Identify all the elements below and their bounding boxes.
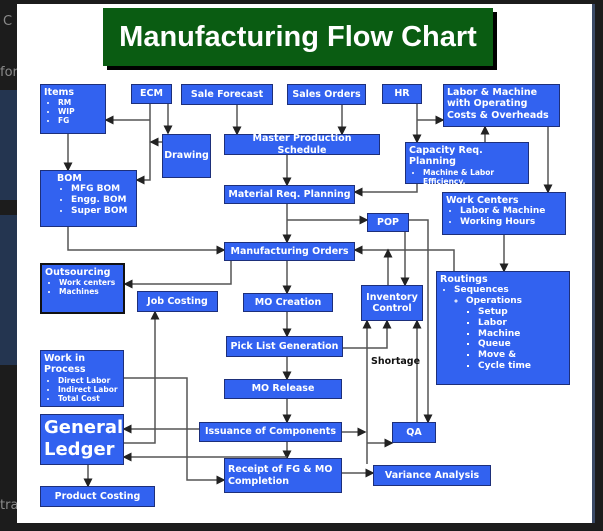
bullet: Machines [59,287,120,296]
node-manufacturing-orders: Manufacturing Orders [224,242,355,261]
bullet: Working Hours [460,217,562,228]
bullet: Machine & Labor Efficiency, [423,168,525,186]
connector-arrow [343,319,392,349]
node-pop: POP [367,213,409,232]
connector-arrow [409,219,433,424]
node-label: Routings [440,274,488,285]
bullet: Labor & Machine [460,206,562,217]
node-capacity-planning: Capacity Req. PlanningMachine & Labor Ef… [405,142,529,186]
background-panel [0,90,17,200]
node-bom: BOMMFG BOMEngg. BOMSuper BOM [40,170,137,227]
bullet: Setup [478,307,566,318]
bullet: Sequences [454,285,566,296]
node-mo-release: MO Release [224,379,342,399]
node-qa: QA [392,422,436,443]
connector-arrow [124,310,160,444]
node-label: Work in Process [44,353,86,376]
node-label: Capacity Req. Planning [409,145,483,168]
bullet: Machine [478,329,566,340]
background-text: tra [0,498,19,513]
node-inventory-control: Inventory Control [361,285,423,321]
connector-arrow [135,104,151,185]
bullet: MFG BOM [71,184,133,195]
bullet: Move & [478,350,566,361]
node-job-costing: Job Costing [137,291,218,312]
bullet: Work centers [59,278,120,287]
node-receipt-fg-mo: Receipt of FG & MO Completion [224,458,342,493]
node-routings: RoutingsSequencesOperationsSetupLaborMac… [436,271,570,385]
bullet: Cycle time [478,361,566,372]
connector-arrow [123,260,232,289]
node-sale-forecast: Sale Forecast [181,84,273,105]
background-text: C [3,14,13,29]
bullet: Operations [466,296,566,307]
node-material-req-planning: Material Req. Planning [224,185,355,204]
bullet: FG [58,116,102,125]
bullet: Engg. BOM [71,195,133,206]
node-label: BOM [57,173,82,184]
bullet: Super BOM [71,206,133,217]
node-sales-orders: Sales Orders [287,84,366,105]
node-label: Outsourcing [45,267,111,278]
bullet: WIP [58,107,102,116]
background-text: for [0,65,18,80]
node-work-in-process: Work in ProcessDirect LaborIndirect Labo… [40,350,124,407]
node-mo-creation: MO Creation [243,293,333,312]
bullet: Total Cost [58,394,120,403]
node-hr: HR [382,84,422,104]
node-variance-analysis: Variance Analysis [373,465,491,486]
node-outsourcing: OutsourcingWork centersMachines [40,263,125,314]
node-ecm: ECM [131,84,172,104]
connector-arrow [67,227,226,255]
bullet: RM [58,98,102,107]
node-drawing: Drawing [162,134,211,178]
node-product-costing: Product Costing [40,486,155,507]
node-label: Work Centers [446,195,519,206]
node-master-production-schedule: Master Production Schedule [224,133,380,156]
node-issuance-of-components: Issuance of Components [199,422,342,442]
node-work-centers: Work CentersLabor & MachineWorking Hours [442,192,566,235]
edge-label-shortage: Shortage [371,356,421,367]
node-pick-list-generation: Pick List Generation [226,336,343,357]
node-labor-machine: Labor & Machine with Operating Costs & O… [443,84,560,127]
node-items: ItemsRMWIPFG [40,84,106,134]
bullet: Direct Labor [58,376,120,385]
connector-arrow [353,184,418,197]
node-label: Items [44,87,75,98]
bullet: Labor [478,318,566,329]
connector-arrow [124,377,226,485]
page-title: Manufacturing Flow Chart [103,8,493,66]
background-panel [0,215,17,365]
node-general-ledger: General Ledger [40,414,124,465]
bullet: Indirect Labor [58,385,120,394]
bullet: Queue [478,339,566,350]
